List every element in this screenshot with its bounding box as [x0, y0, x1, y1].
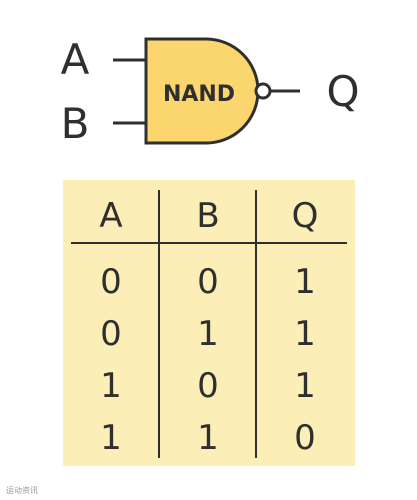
- cell-r2-a: 0: [100, 314, 122, 354]
- cell-r3-b: 0: [197, 366, 219, 406]
- cell-r1-b: 0: [197, 262, 219, 302]
- cell-r1-a: 0: [100, 262, 122, 302]
- cell-r2-q: 1: [294, 314, 316, 354]
- header-a: A: [99, 196, 123, 236]
- cell-r1-q: 1: [294, 262, 316, 302]
- cell-r4-a: 1: [100, 418, 122, 458]
- column-divider-2: [255, 190, 257, 458]
- watermark: 运动资讯: [6, 486, 38, 495]
- nand-gate-diagram: NAND A B Q: [61, 35, 360, 148]
- cell-r4-b: 1: [197, 418, 219, 458]
- cell-r3-q: 1: [294, 366, 316, 406]
- cell-r4-q: 0: [294, 418, 316, 458]
- output-q-label: Q: [326, 67, 359, 116]
- header-b: B: [196, 196, 220, 236]
- input-a-label: A: [61, 35, 90, 84]
- inversion-bubble: [254, 82, 272, 100]
- column-divider-1: [158, 190, 160, 458]
- header-q: Q: [291, 196, 319, 236]
- cell-r3-a: 1: [100, 366, 122, 406]
- input-b-label: B: [61, 99, 90, 148]
- truth-table: A B Q 0 0 1 0 1 1 1 0 1 1 1 0: [63, 180, 355, 466]
- gate-label: NAND: [163, 82, 235, 107]
- header-divider: [71, 242, 347, 244]
- cell-r2-b: 1: [197, 314, 219, 354]
